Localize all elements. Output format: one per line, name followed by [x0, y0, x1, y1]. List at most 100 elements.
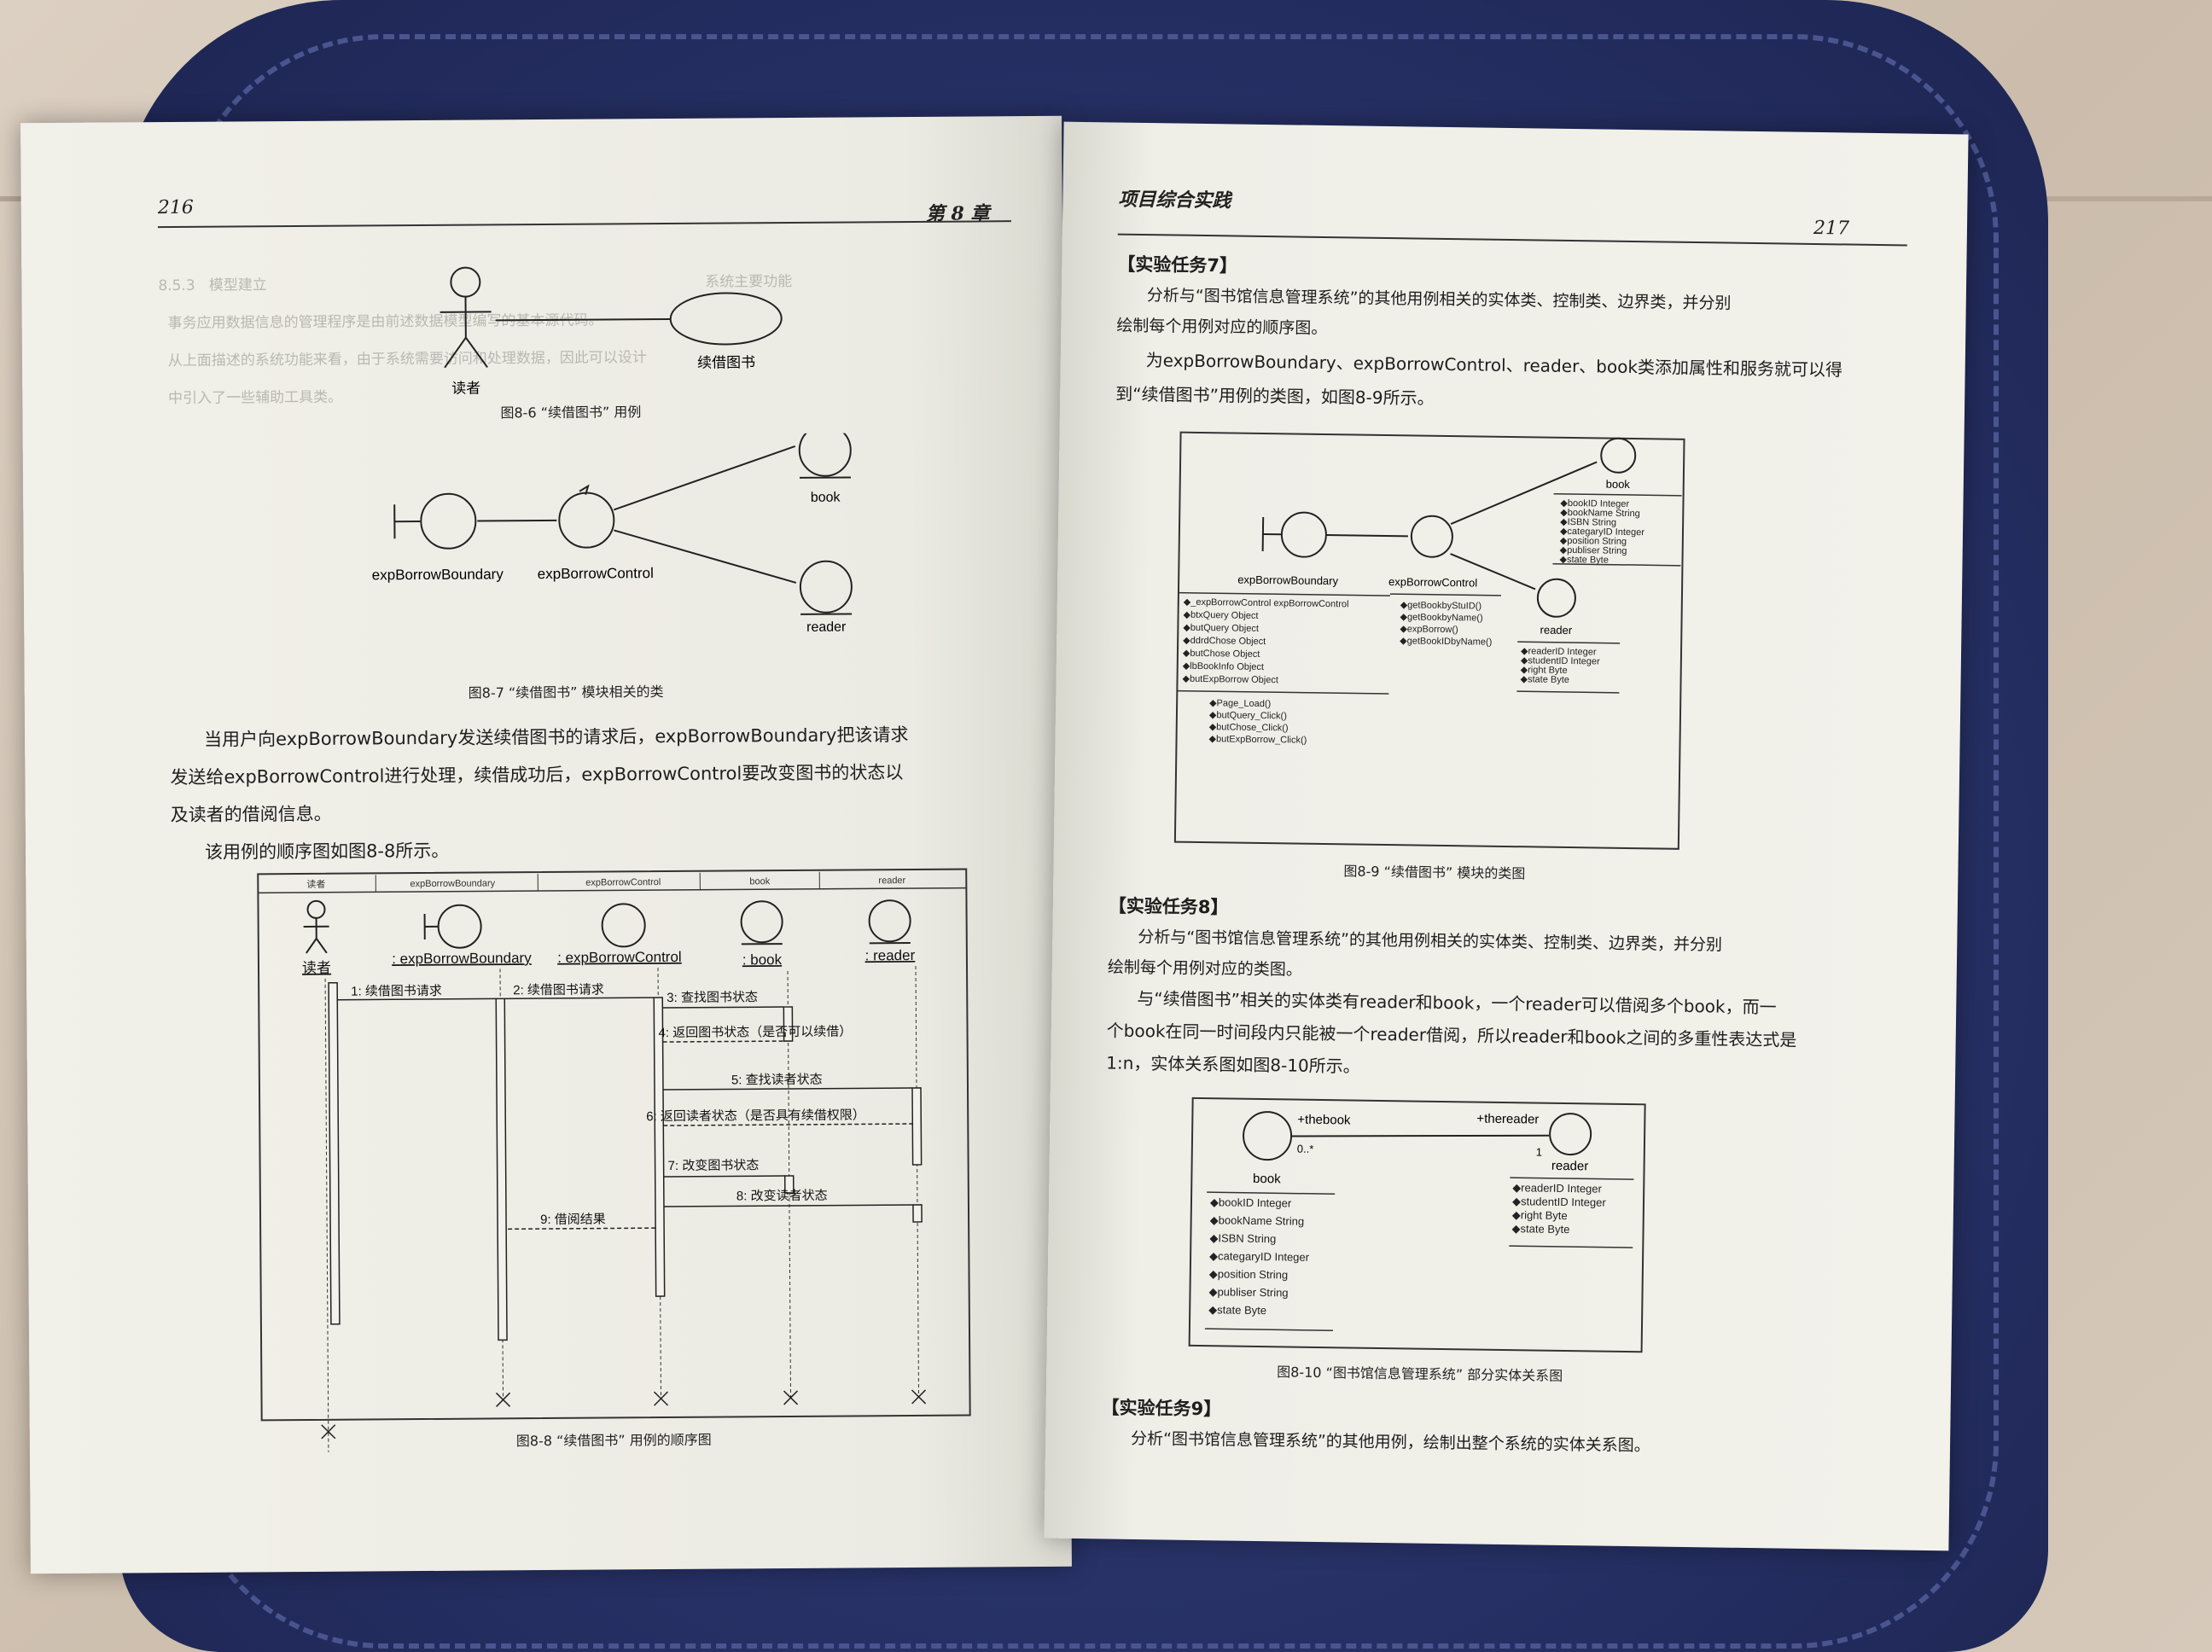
er-book-attribute: ◆position String [1209, 1267, 1289, 1281]
seq-boundary-icon [423, 904, 482, 949]
fig8-9-caption: 图8-9 “续借图书” 模块的类图 [1343, 863, 1526, 882]
paragraph-line-3: 及读者的借阅信息。 [170, 803, 332, 826]
fig8-9-class-diagram: book ◆bookID Integer◆bookName String◆ISB… [1173, 431, 1685, 850]
message-label-5: 5: 查找读者状态 [731, 1073, 823, 1088]
class-control-label: expBorrowControl [1388, 575, 1477, 589]
boundary-control-association [1325, 534, 1408, 538]
seq-book-icon [740, 900, 783, 945]
fig8-10-frame [1188, 1096, 1646, 1353]
fig8-9-frame [1173, 431, 1685, 850]
message-arrow-5 [663, 1087, 913, 1091]
lifeline-label-boundary: : expBorrowBoundary [392, 950, 532, 967]
reader-attribute: ◆state Byte [1520, 674, 1569, 685]
er-reader-icon [1549, 1113, 1592, 1156]
left-page-number: 216 [157, 196, 194, 219]
seq-control-icon [601, 903, 646, 948]
class-book-icon [1600, 437, 1637, 474]
message-label-9: 9: 借阅结果 [540, 1213, 606, 1228]
boundary-attribute: ◆btxQuery Object [1183, 610, 1258, 621]
reader-entity-icon [799, 560, 853, 614]
header-cell-reader: 读者 [306, 878, 325, 890]
left-page: 216 第 8 章 8.5.3 模型建立 系统主要功能 事务应用数据信息的管理程… [20, 115, 1072, 1574]
book-attribute: ◆position String [1560, 536, 1627, 547]
right-page-header: 项目综合实践 [1118, 188, 1231, 212]
message-label-2: 2: 续借图书请求 [513, 983, 604, 998]
lifeline-label-book: : book [742, 951, 783, 968]
right-header-rule [1117, 233, 1907, 247]
class-boundary-label: expBorrowBoundary [1237, 573, 1338, 588]
control-to-book-line [613, 445, 796, 511]
reader-attribute: ◆readerID Integer [1521, 646, 1597, 657]
message-arrow-1 [337, 998, 497, 1001]
fig8-8-sequence-diagram: 读者 expBorrowBoundary expBorrowControl bo… [257, 868, 971, 1452]
class-book-attributes: ◆bookID Integer◆bookName String◆ISBN Str… [1559, 498, 1644, 566]
er-reader-attribute: ◆readerID Integer [1512, 1181, 1603, 1195]
right-page: 项目综合实践 217 【实验任务7】 分析与“图书馆信息管理系统”的其他用例相关… [1044, 121, 1969, 1551]
message-label-3: 3: 查找图书状态 [667, 990, 758, 1005]
lifeline-label-control: : expBorrowControl [557, 949, 682, 966]
reader-label: reader [806, 620, 847, 635]
lifeline-label-reader-entity: : reader [865, 947, 916, 963]
destroy-markers [321, 1389, 927, 1440]
message-label-4: 4: 返回图书状态（是否可以续借） [658, 1025, 852, 1041]
er-reader-label: reader [1551, 1159, 1589, 1174]
task9-title: 【实验任务9】 [1101, 1397, 1222, 1420]
boundary-icon [420, 492, 477, 550]
header-cell-reader-entity: reader [878, 875, 905, 886]
activation-book-1 [783, 1006, 794, 1042]
book-attribute: ◆ISBN String [1560, 517, 1616, 528]
task9-line: 分析“图书馆信息管理系统”的其他用例，绘制出整个系统的实体关系图。 [1130, 1428, 1650, 1456]
er-association-line [1291, 1134, 1550, 1137]
er-reader-attribute: ◆state Byte [1511, 1222, 1569, 1236]
message-arrow-8 [663, 1204, 913, 1207]
boundary-operation: ◆butExpBorrow_Click() [1208, 734, 1307, 746]
book-entity-icon [798, 433, 852, 477]
er-book-attribute: ◆bookID Integer [1210, 1195, 1292, 1209]
message-label-7: 7: 改变图书状态 [668, 1158, 760, 1173]
control-icon [558, 492, 615, 549]
book-attribute: ◆categaryID Integer [1560, 526, 1644, 538]
header-cell-boundary: expBorrowBoundary [410, 878, 495, 889]
er-role-reader: +thereader [1476, 1112, 1539, 1127]
control-book-association [1450, 461, 1598, 525]
er-book-icon [1243, 1111, 1293, 1161]
activation-reader-entity [911, 1087, 923, 1166]
right-page-number: 217 [1813, 217, 1850, 240]
activation-book-2 [783, 1175, 795, 1194]
association-line [495, 317, 671, 322]
para-a-line-2: 到“续借图书”用例的类图，如图8-9所示。 [1115, 383, 1435, 409]
paragraph-line-2: 发送给expBorrowControl进行处理，续借成功后，expBorrowC… [170, 762, 904, 788]
class-boundary-attributes: ◆_expBorrowControl expBorrowControl◆btxQ… [1182, 597, 1348, 686]
class-control-icon [1410, 515, 1453, 558]
message-label-1: 1: 续借图书请求 [351, 984, 442, 999]
fig8-7-class-diagram: expBorrowBoundary expBorrowControl book … [372, 433, 853, 635]
boundary-attribute: ◆butChose Object [1183, 649, 1260, 660]
class-reader-icon [1536, 578, 1576, 618]
er-book-attribute: ◆state Byte [1208, 1303, 1266, 1317]
reader-attribute: ◆studentID Integer [1521, 655, 1600, 666]
boundary-attribute: ◆butQuery Object [1183, 623, 1259, 634]
class-boundary-operations: ◆Page_Load()◆butQuery_Click()◆butChose_C… [1208, 698, 1307, 746]
actor-icon [439, 266, 492, 369]
activation-boundary [495, 998, 508, 1341]
message-arrow-4 [662, 1040, 784, 1043]
er-book-attribute: ◆bookName String [1210, 1213, 1305, 1228]
boundary-label: expBorrowBoundary [372, 566, 504, 583]
actor-label: 读者 [451, 381, 480, 397]
er-book-attribute: ◆categaryID Integer [1209, 1249, 1310, 1264]
er-reader-attribute: ◆right Byte [1512, 1208, 1568, 1222]
er-reader-attribute: ◆studentID Integer [1512, 1195, 1607, 1209]
paragraph-2: 该用例的顺序图如图8-8所示。 [204, 840, 450, 863]
lifeline-label-reader: 读者 [302, 960, 331, 976]
class-reader-label: reader [1540, 624, 1572, 637]
activation-reader [328, 981, 341, 1325]
er-multiplicity-reader: 1 [1536, 1146, 1542, 1159]
message-arrow-7 [663, 1175, 785, 1178]
control-operation: ◆getBookbyName() [1400, 612, 1482, 623]
er-book-attribute: ◆ISBN String [1209, 1231, 1276, 1245]
usecase-ellipse [669, 292, 783, 346]
diagram-frame [257, 868, 971, 1422]
book-attribute: ◆state Byte [1559, 555, 1609, 566]
fig8-10-er-diagram: +thebook +thereader 0..* 1 book reader ◆… [1188, 1096, 1646, 1353]
class-book-label: book [1606, 478, 1631, 491]
